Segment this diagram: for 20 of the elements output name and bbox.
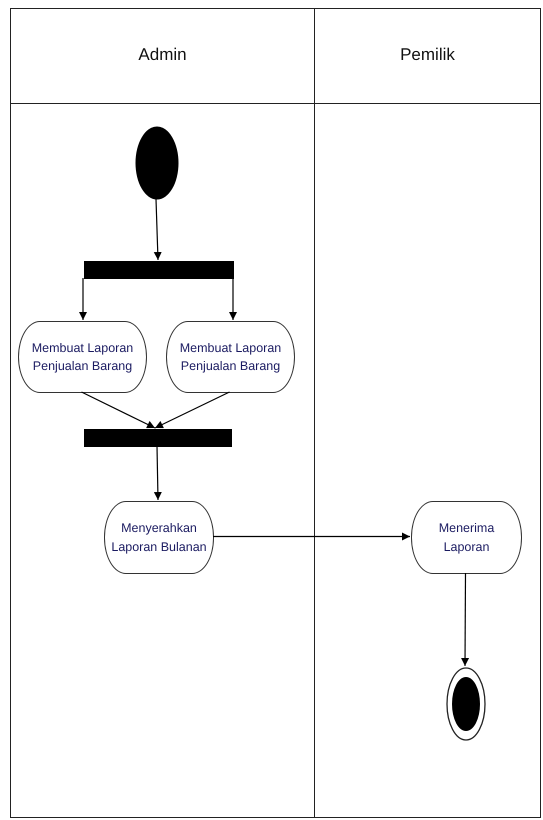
final-node [446,667,486,741]
sync-bar [84,261,234,279]
initial-node [135,126,179,200]
sync-bar [84,429,232,447]
swimlane [314,8,541,818]
arrow [79,278,87,320]
action-node: Membuat Laporan Penjualan Barang [166,321,295,393]
arrow [461,573,470,666]
action-node: Menyerahkan Laporan Bulanan [104,501,214,574]
arrow [213,532,410,540]
lane-title: Admin [137,45,188,65]
swimlane [10,8,315,818]
arrow [229,278,237,320]
action-node: Membuat Laporan Penjualan Barang [18,321,147,393]
action-node: Menerima Laporan [411,501,522,574]
arrow [154,446,162,500]
arrow [81,391,156,429]
arrow [154,198,162,260]
arrow [154,391,230,429]
lane-title: Pemilik [399,45,456,65]
